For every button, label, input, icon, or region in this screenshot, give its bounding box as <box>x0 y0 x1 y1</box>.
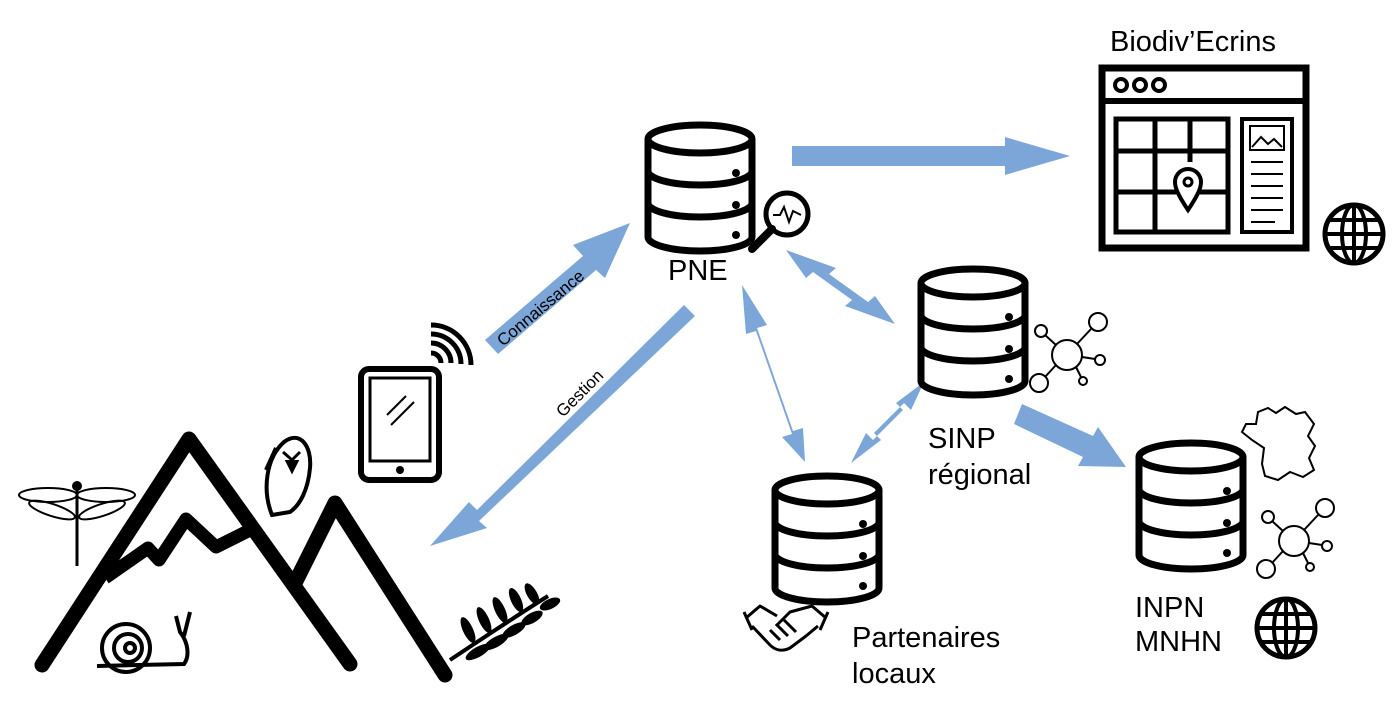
bird-icon <box>264 435 313 518</box>
globe-icon <box>1325 205 1383 263</box>
partenaires-label-line2: locaux <box>852 658 936 690</box>
arrow-pne-partenaires <box>742 285 805 462</box>
inpn-node: INPN MNHN <box>1135 405 1335 658</box>
network-icon <box>1029 312 1108 393</box>
monitoring-magnifier-icon <box>748 190 811 253</box>
sinp-node: SINP régional <box>921 269 1108 491</box>
biodiv-label: Biodiv’Ecrins <box>1110 26 1276 58</box>
arrows-layer <box>430 137 1126 546</box>
arrow-sinp-partenaires <box>851 382 924 463</box>
database-icon <box>775 476 879 602</box>
inpn-label-line1: INPN <box>1135 592 1204 624</box>
leaf-branch-icon <box>448 583 561 662</box>
handshake-icon <box>742 604 830 652</box>
connaissance-label: Connaissance <box>493 266 588 350</box>
arrow-pne-to-biodiv <box>792 137 1070 175</box>
snail-icon <box>96 611 192 674</box>
database-icon <box>648 125 752 251</box>
pne-label: PNE <box>668 255 728 287</box>
arrow-connaissance <box>485 223 630 354</box>
arrow-sinp-inpn <box>1014 404 1126 467</box>
biodiv-node: Biodiv’Ecrins <box>1098 26 1383 263</box>
sinp-label-line2: régional <box>928 459 1031 491</box>
signal-waves-icon <box>430 322 474 366</box>
database-icon <box>921 269 1025 395</box>
arrow-gestion <box>430 305 695 546</box>
sinp-label-line1: SINP <box>928 423 996 455</box>
database-icon <box>1139 443 1243 569</box>
dragonfly-icon <box>18 481 136 566</box>
web-browser-map-icon <box>1098 64 1310 252</box>
arrow-pne-sinp <box>786 250 895 324</box>
mountains-icon <box>34 431 453 683</box>
tablet-icon <box>358 366 442 483</box>
france-map-icon <box>1240 405 1317 482</box>
partenaires-node: Partenaires locaux <box>742 476 1000 690</box>
pne-node: PNE <box>648 125 811 287</box>
partenaires-label-line1: Partenaires <box>852 622 1000 654</box>
globe-icon <box>1257 599 1315 657</box>
network-icon <box>1256 498 1335 579</box>
inpn-label-line2: MNHN <box>1135 626 1222 658</box>
